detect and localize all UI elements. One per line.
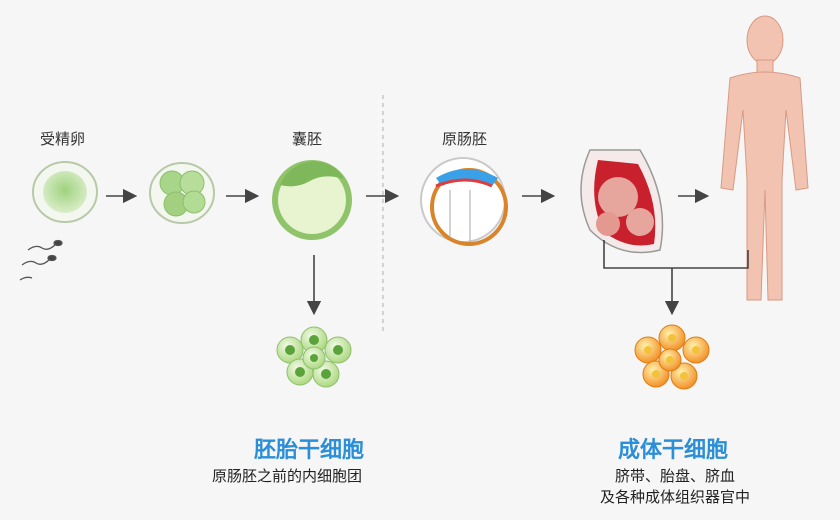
embryonic-stem-cells-icon bbox=[276, 326, 352, 388]
flow-arrows bbox=[106, 188, 749, 316]
stage-label-blastocyst: 囊胚 bbox=[292, 130, 323, 148]
gastrula-icon bbox=[420, 157, 508, 246]
zygote-icon bbox=[32, 161, 98, 223]
sperm-icon bbox=[19, 239, 63, 281]
adult-human-body-icon bbox=[720, 15, 809, 301]
stage-label-zygote: 受精卵 bbox=[40, 130, 86, 148]
adult-stem-cells-icon bbox=[634, 324, 710, 390]
fetus-in-uterus-icon bbox=[580, 149, 664, 254]
adult-stem-cell-title: 成体干细胞 bbox=[618, 438, 729, 463]
adult-stem-cell-desc-line1: 脐带、胎盘、脐血 bbox=[614, 467, 735, 485]
stage-label-gastrula: 原肠胚 bbox=[442, 130, 488, 148]
embryonic-stem-cell-title: 胚胎干细胞 bbox=[254, 438, 365, 463]
blastocyst-icon bbox=[272, 160, 352, 240]
cleavage-embryo-icon bbox=[149, 162, 215, 224]
adult-stem-cell-desc: 脐带、胎盘、脐血 及各种成体组织器官中 bbox=[600, 466, 750, 508]
adult-stem-cell-desc-line2: 及各种成体组织器官中 bbox=[600, 488, 751, 506]
embryonic-stem-cell-desc: 原肠胚之前的内细胞团 bbox=[212, 467, 363, 485]
